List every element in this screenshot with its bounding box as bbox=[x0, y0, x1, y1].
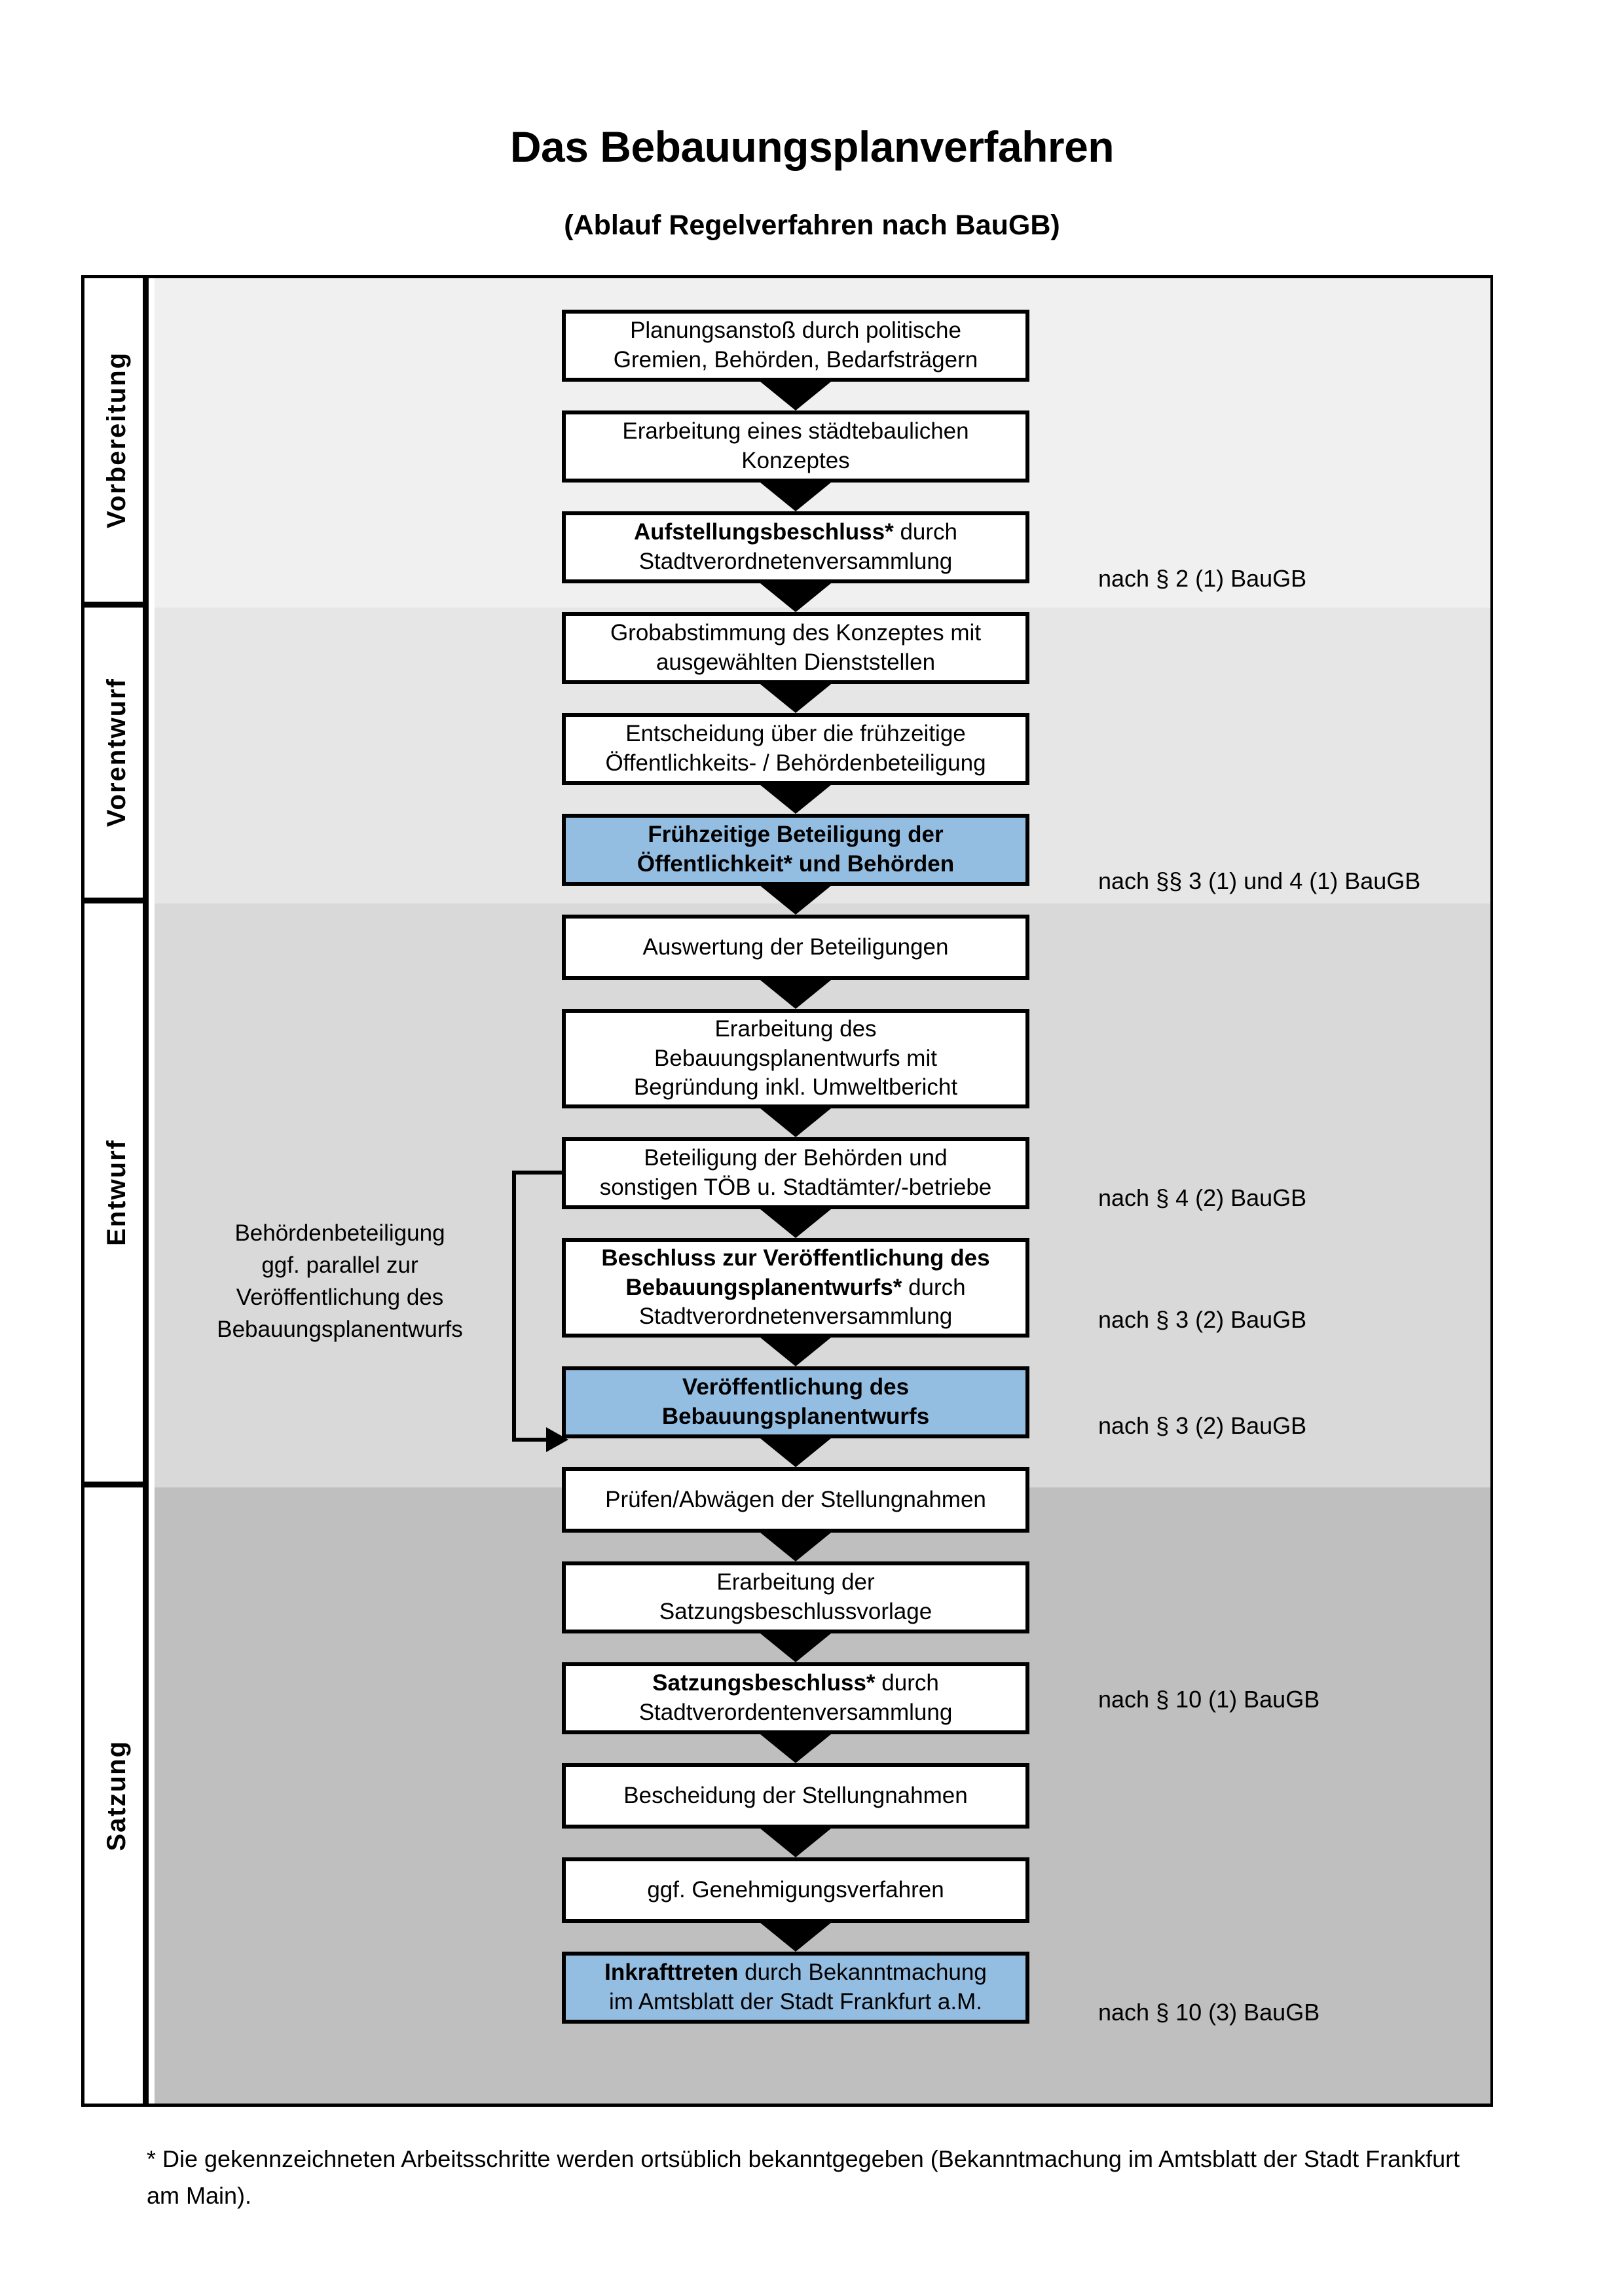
flow-node-n9[interactable]: Beteiligung der Behörden und sonstigen T… bbox=[562, 1137, 1029, 1209]
annotation-a5: nach § 3 (2) BauGB bbox=[1098, 1412, 1307, 1439]
flow-node-n17-tail: durch Bekanntmachung bbox=[738, 1959, 987, 1986]
flow-node-n12-line1: Prüfen/Abwägen der Stellungnahmen bbox=[605, 1486, 986, 1512]
flow-node-n8-line1: Erarbeitung des bbox=[714, 1015, 877, 1042]
flow-arrow-n5-n6 bbox=[760, 785, 831, 814]
phase-cell-entwurf: Entwurf bbox=[84, 903, 149, 1487]
flow-node-n7[interactable]: Auswertung der Beteiligungen bbox=[562, 915, 1029, 980]
flow-node-n10-line2a: Bebauungsplanentwurfs* bbox=[625, 1274, 902, 1300]
flow-node-n4-line2: ausgewählten Dienststellen bbox=[655, 649, 936, 675]
loop-arrowhead-icon bbox=[546, 1427, 568, 1452]
sidenote-line3: Veröffentlichung des bbox=[236, 1285, 444, 1310]
flow-node-n9-line2: sonstigen TÖB u. Stadtämter/-betriebe bbox=[599, 1175, 992, 1200]
flow-node-n17[interactable]: Inkrafttreten durch Bekanntmachung im Am… bbox=[562, 1952, 1029, 2024]
flow-node-n15-line1: Bescheidung der Stellungnahmen bbox=[623, 1782, 968, 1808]
flowchart-frame: Vorbereitung Vorentwurf Entwurf Satzung … bbox=[81, 275, 1493, 2107]
flow-node-n8[interactable]: Erarbeitung des Bebauungsplanentwurfs mi… bbox=[562, 1009, 1029, 1108]
flow-arrow-n7-n8 bbox=[760, 980, 831, 1009]
flow-node-n4-line1: Grobabstimmung des Konzeptes mit bbox=[610, 620, 982, 646]
annotation-a7: nach § 10 (3) BauGB bbox=[1098, 1999, 1320, 2026]
flow-node-n13-line1: Erarbeitung der bbox=[716, 1569, 875, 1595]
flow-arrow-n8-n9 bbox=[760, 1108, 831, 1137]
flow-node-n14[interactable]: Satzungsbeschluss* durch Stadtverordente… bbox=[562, 1662, 1029, 1734]
flow-node-n11[interactable]: Veröffentlichung des Bebauungsplanentwur… bbox=[562, 1366, 1029, 1438]
flow-arrow-n12-n13 bbox=[760, 1533, 831, 1561]
flow-node-n6-line2: Öffentlichkeit* und Behörden bbox=[637, 851, 955, 877]
annotation-a2: nach §§ 3 (1) und 4 (1) BauGB bbox=[1098, 867, 1421, 894]
flow-node-n3-tail: durch bbox=[893, 519, 958, 545]
flow-node-n8-line3: Begründung inkl. Umweltbericht bbox=[633, 1074, 958, 1101]
flow-node-n16[interactable]: ggf. Genehmigungsverfahren bbox=[562, 1857, 1029, 1923]
annotation-a3: nach § 4 (2) BauGB bbox=[1098, 1184, 1307, 1211]
flow-node-n10-line3: Stadtverordnetenversammlung bbox=[638, 1303, 953, 1330]
loop-segment-vertical bbox=[512, 1171, 516, 1442]
flow-node-n16-line1: ggf. Genehmigungsverfahren bbox=[647, 1876, 944, 1903]
flow-node-n10-line1: Beschluss zur Veröffentlichung des bbox=[601, 1245, 990, 1271]
flow-node-n4[interactable]: Grobabstimmung des Konzeptes mit ausgewä… bbox=[562, 612, 1029, 684]
flow-node-n12[interactable]: Prüfen/Abwägen der Stellungnahmen bbox=[562, 1467, 1029, 1533]
flow-node-n6-line1: Frühzeitige Beteiligung der bbox=[648, 822, 944, 848]
flow-node-n6[interactable]: Frühzeitige Beteiligung der Öffentlichke… bbox=[562, 814, 1029, 886]
flow-node-n3-line2: Stadtverordnetenversammlung bbox=[638, 549, 953, 574]
flow-node-n3[interactable]: Aufstellungsbeschluss* durch Stadtverord… bbox=[562, 511, 1029, 583]
flow-node-n1-line1: Planungsanstoß durch politische bbox=[630, 318, 961, 344]
sidenote-line2: ggf. parallel zur bbox=[261, 1252, 418, 1278]
flow-node-n7-line1: Auswertung der Beteiligungen bbox=[642, 934, 949, 960]
loop-connector-arrow bbox=[84, 278, 1490, 2104]
sidenote-behoerdenbeteiligung: Behördenbeteiligung ggf. parallel zur Ve… bbox=[186, 1217, 494, 1345]
flow-arrow-n16-n17 bbox=[760, 1923, 831, 1952]
flow-arrow-n4-n5 bbox=[760, 684, 831, 713]
flow-node-n2[interactable]: Erarbeitung eines städtebaulichen Konzep… bbox=[562, 410, 1029, 483]
flow-node-n11-line2: Bebauungsplanentwurfs bbox=[661, 1404, 930, 1429]
annotation-a1: nach § 2 (1) BauGB bbox=[1098, 565, 1307, 592]
flow-arrow-n11-n12 bbox=[760, 1438, 831, 1467]
annotation-a4: nach § 3 (2) BauGB bbox=[1098, 1306, 1307, 1333]
phase-cell-vorbereitung: Vorbereitung bbox=[84, 278, 149, 608]
page-title: Das Bebauungsplanverfahren bbox=[509, 122, 1115, 171]
phase-label-column: Vorbereitung Vorentwurf Entwurf Satzung bbox=[84, 278, 149, 2104]
flow-arrow-n2-n3 bbox=[760, 483, 831, 511]
footnote: * Die gekennzeichneten Arbeitsschritte w… bbox=[147, 2145, 1460, 2209]
flow-node-n17-line2: im Amtsblatt der Stadt Frankfurt a.M. bbox=[609, 1989, 982, 2014]
phase-cell-vorentwurf: Vorentwurf bbox=[84, 608, 149, 903]
flow-arrow-n1-n2 bbox=[760, 382, 831, 410]
flow-arrow-n6-n7 bbox=[760, 886, 831, 915]
flow-node-n1[interactable]: Planungsanstoß durch politische Gremien,… bbox=[562, 310, 1029, 382]
flow-node-n17-lead: Inkrafttreten bbox=[604, 1959, 739, 1986]
flow-node-n9-line1: Beteiligung der Behörden und bbox=[644, 1145, 948, 1171]
flow-node-n10[interactable]: Beschluss zur Veröffentlichung des Bebau… bbox=[562, 1238, 1029, 1338]
flow-node-n13[interactable]: Erarbeitung der Satzungsbeschlussvorlage bbox=[562, 1561, 1029, 1633]
flow-node-n11-line1: Veröffentlichung des bbox=[682, 1374, 910, 1400]
flow-arrow-n15-n16 bbox=[760, 1829, 831, 1857]
flow-arrow-n13-n14 bbox=[760, 1633, 831, 1662]
flow-node-n5-line1: Entscheidung über die frühzeitige bbox=[625, 721, 966, 747]
flow-node-n8-line2: Bebauungsplanentwurfs mit bbox=[654, 1045, 937, 1071]
flow-node-n14-line2: Stadtverordentenversammlung bbox=[638, 1700, 953, 1725]
sidenote-line1: Behördenbeteiligung bbox=[234, 1220, 445, 1246]
flow-node-n5[interactable]: Entscheidung über die frühzeitige Öffent… bbox=[562, 713, 1029, 785]
flow-node-n14-lead: Satzungsbeschluss* bbox=[652, 1670, 876, 1696]
page-subtitle: (Ablauf Regelverfahren nach BauGB) bbox=[564, 210, 1060, 241]
annotation-a6: nach § 10 (1) BauGB bbox=[1098, 1686, 1320, 1713]
flow-node-n15[interactable]: Bescheidung der Stellungnahmen bbox=[562, 1763, 1029, 1829]
flow-node-n2-line1: Erarbeitung eines städtebaulichen bbox=[622, 418, 969, 445]
flow-arrow-n9-n10 bbox=[760, 1209, 831, 1238]
flow-node-n10-line2b: durch bbox=[902, 1274, 966, 1300]
flow-node-n14-tail: durch bbox=[875, 1670, 939, 1696]
flow-arrow-n14-n15 bbox=[760, 1734, 831, 1763]
flow-node-n1-line2: Gremien, Behörden, Bedarfsträgern bbox=[613, 347, 978, 373]
loop-segment-top bbox=[512, 1171, 563, 1175]
flow-arrow-n10-n11 bbox=[760, 1338, 831, 1366]
flow-node-n5-line2: Öffentlichkeits- / Behördenbeteiligung bbox=[605, 750, 986, 776]
loop-segment-bottom bbox=[512, 1438, 551, 1442]
flow-node-n3-lead: Aufstellungsbeschluss* bbox=[633, 519, 894, 545]
sidenote-line4: Bebauungsplanentwurfs bbox=[217, 1317, 463, 1342]
flow-node-n13-line2: Satzungsbeschlussvorlage bbox=[659, 1599, 932, 1624]
flow-node-n2-line2: Konzeptes bbox=[741, 448, 850, 473]
flow-arrow-n3-n4 bbox=[760, 583, 831, 612]
